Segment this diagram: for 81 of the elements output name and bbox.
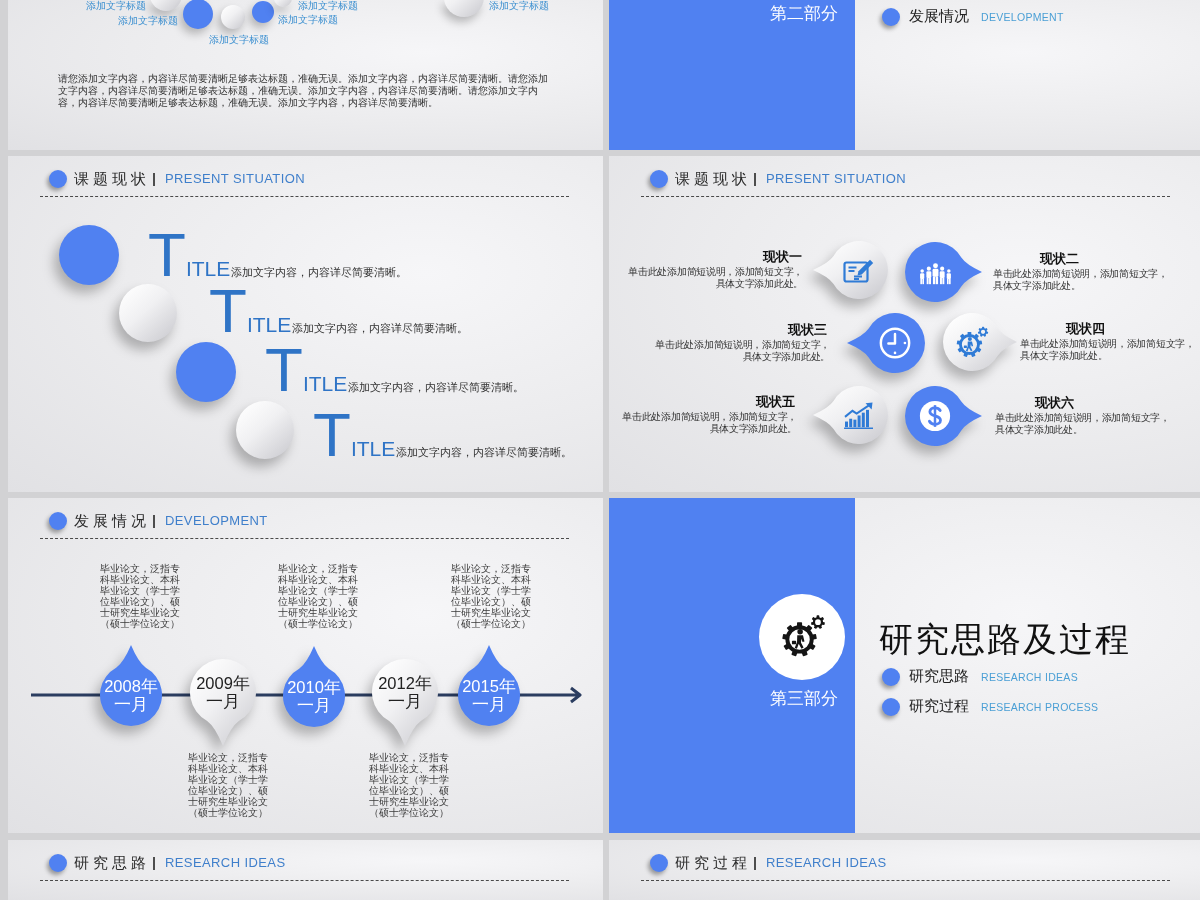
section-subtitle: PRESENT SITUATION [165, 171, 305, 187]
speech-bubble [813, 241, 888, 299]
timeline-marker [283, 646, 345, 727]
slide-panel [8, 156, 603, 492]
slide-panel [609, 0, 1200, 150]
slide-panel [609, 156, 1200, 492]
title-word: TITLE [209, 286, 292, 336]
date-label: 2012年一月 [378, 673, 432, 711]
outline-item: 研究过程 [909, 698, 969, 716]
circle-label: 添加文字标题 [298, 0, 358, 12]
section-subtitle: RESEARCH IDEAS [766, 855, 887, 871]
title-word: TITLE [265, 345, 348, 395]
item-title: 现状六 [1035, 396, 1074, 411]
slide-panel [609, 840, 1200, 900]
timeline-marker [190, 659, 256, 746]
item-description: 添加文字内容，内容详尽简要清晰。 [396, 445, 573, 460]
outline-item-subtitle: RESEARCH IDEAS [981, 670, 1078, 684]
slide-panel [609, 498, 1200, 833]
round-marker [236, 401, 294, 459]
speech-bubble [905, 242, 982, 302]
outline-item-subtitle: DEVELOPMENT [981, 10, 1064, 24]
milestone-description: 毕业论文，泛指专科毕业论文、本科毕业论文（学士学位毕业论文）、硕士研究生毕业论文（硕士学位论文） [369, 752, 450, 818]
timeline-marker [458, 645, 520, 726]
outline-item: 研究思路 [909, 668, 969, 686]
milestone-description: 毕业论文，泛指专科毕业论文、本科毕业论文（学士学位毕业论文）、硕士研究生毕业论文（硕士学位论文） [100, 563, 181, 629]
circle-label: 添加文字标题 [118, 15, 178, 27]
item-description: 添加文字内容，内容详尽简要清晰。 [231, 265, 408, 280]
speech-bubble [847, 313, 925, 373]
section-title: 研究思路及过程 [879, 620, 1131, 660]
item-description: 添加文字内容，内容详尽简要清晰。 [292, 321, 469, 336]
date-label: 2009年一月 [196, 673, 250, 711]
slide-panel [8, 840, 603, 900]
date-label: 2010年一月 [287, 677, 341, 715]
date-label: 2015年一月 [462, 676, 516, 714]
round-marker [59, 225, 119, 285]
section-heading: 研究过程 [675, 854, 751, 872]
section-heading: 研究思路 [74, 854, 150, 872]
slide-panel [8, 0, 603, 150]
body-paragraph: 请您添加文字内容，内容详尽简要清晰足够表达标题，准确无误。添加文字内容，内容详尽简要清晰。请您添加文字内容，内容详尽简要清晰足够表达标题，准确无误。添加文字内容，内容详尽简要清晰。请您添加文字内容，内容详尽简要清晰足够表达标题，准确无误。添加文字内容，内容详尽简要清晰。 [58, 73, 549, 109]
slide-panel [8, 498, 603, 833]
speech-bubble [813, 386, 888, 444]
outline-item: 发展情况 [909, 8, 969, 26]
item-title: 现状三 [788, 323, 827, 338]
round-marker [176, 342, 236, 402]
section-heading: 发展情况 [74, 512, 150, 530]
timeline-marker [372, 659, 438, 746]
milestone-description: 毕业论文，泛指专科毕业论文、本科毕业论文（学士学位毕业论文）、硕士研究生毕业论文（硕士学位论文） [451, 563, 532, 629]
title-word: TITLE [148, 230, 231, 280]
circle-label: 添加文字标题 [278, 14, 338, 26]
item-description: 单击此处添加简短说明，添加简短文字，具体文字添加此处。 [654, 339, 830, 363]
section-panel [609, 498, 855, 833]
speech-bubble [943, 313, 1017, 371]
circle-label: 添加文字标题 [489, 0, 549, 12]
section-heading: 课题现状 [675, 170, 751, 188]
item-description: 单击此处添加简短说明，添加简短文字，具体文字添加此处。 [1020, 338, 1196, 362]
speech-bubble [905, 386, 982, 446]
item-title: 现状二 [1040, 252, 1079, 267]
item-title: 现状四 [1066, 322, 1105, 337]
item-description: 添加文字内容，内容详尽简要清晰。 [348, 380, 525, 395]
outline-item-subtitle: RESEARCH PROCESS [981, 700, 1099, 714]
item-description: 单击此处添加简短说明，添加简短文字，具体文字添加此处。 [621, 411, 797, 435]
timeline-marker [100, 645, 162, 726]
round-marker [119, 284, 177, 342]
item-description: 单击此处添加简短说明，添加简短文字，具体文字添加此处。 [995, 412, 1171, 436]
item-description: 单击此处添加简短说明，添加简短文字，具体文字添加此处。 [627, 266, 803, 290]
item-title: 现状一 [763, 250, 802, 265]
section-subtitle: PRESENT SITUATION [766, 171, 906, 187]
section-number: 第三部分 [770, 689, 838, 709]
item-description: 单击此处添加简短说明，添加简短文字，具体文字添加此处。 [993, 268, 1169, 292]
date-label: 2008年一月 [104, 676, 158, 714]
milestone-description: 毕业论文，泛指专科毕业论文、本科毕业论文（学士学位毕业论文）、硕士研究生毕业论文（硕士学位论文） [188, 752, 269, 818]
milestone-description: 毕业论文，泛指专科毕业论文、本科毕业论文（学士学位毕业论文）、硕士研究生毕业论文（硕士学位论文） [278, 563, 359, 629]
section-heading: 课题现状 [74, 170, 150, 188]
section-number: 第二部分 [770, 4, 838, 24]
title-word: TITLE [313, 410, 396, 460]
section-panel [609, 0, 855, 150]
circle-label: 添加文字标题 [86, 0, 146, 12]
item-title: 现状五 [756, 395, 795, 410]
circle-label: 添加文字标题 [209, 34, 269, 46]
section-subtitle: RESEARCH IDEAS [165, 855, 286, 871]
section-subtitle: DEVELOPMENT [165, 513, 268, 529]
